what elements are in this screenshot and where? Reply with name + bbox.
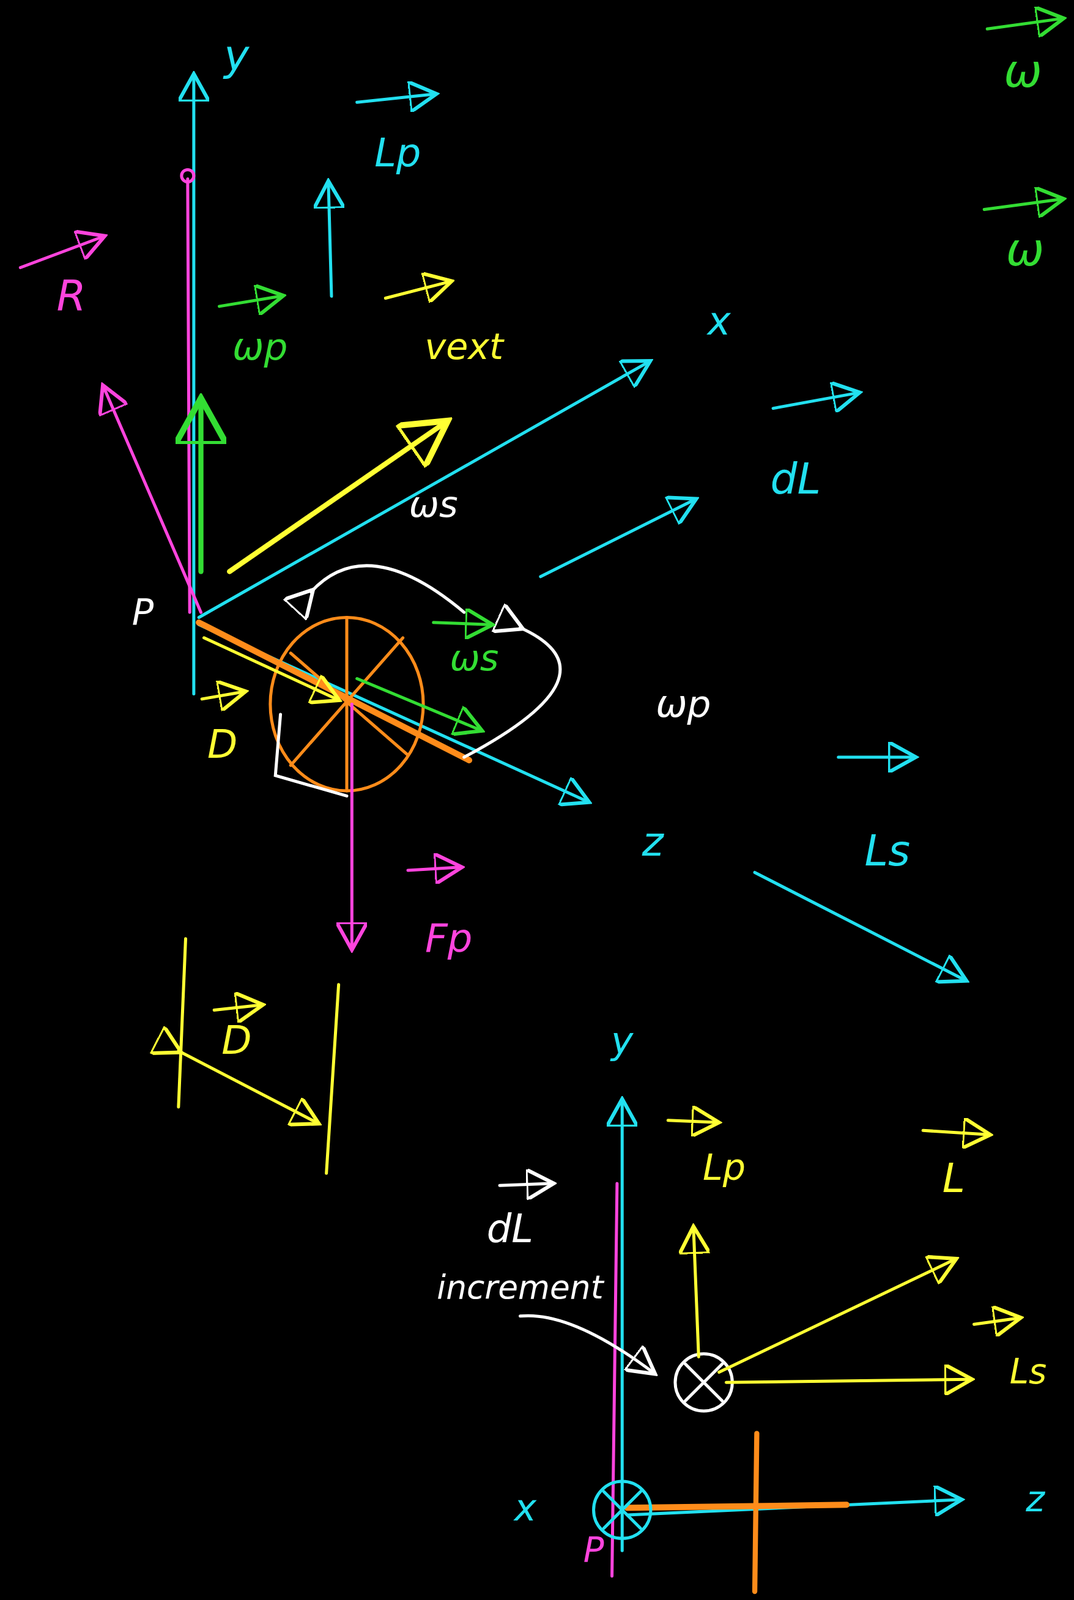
vector-label: ωp: [655, 685, 711, 723]
vector-label: Ls: [864, 830, 911, 873]
vector-label: dL: [486, 1209, 534, 1249]
vector-label: z: [642, 820, 664, 862]
vector-label: x: [707, 301, 731, 341]
vector-label: Lp: [702, 1149, 746, 1186]
vector-label: D: [207, 724, 238, 764]
vector-label: Fp: [425, 918, 473, 958]
vector-label: dL: [770, 458, 821, 501]
vector-label: ωp: [232, 327, 288, 366]
vector-label: increment: [436, 1270, 604, 1304]
vector-label: D: [221, 1020, 252, 1060]
vector-label: ω: [1006, 226, 1045, 273]
vector-label: x: [514, 1488, 537, 1526]
vector-label: P: [583, 1533, 605, 1568]
vector-label: ωs: [409, 486, 459, 523]
vector-label: Ls: [1009, 1354, 1047, 1389]
vector-label: Lp: [374, 133, 421, 173]
vector-label: y: [223, 34, 249, 78]
vector-label: P: [132, 593, 154, 630]
vector-label: L: [942, 1157, 966, 1199]
vector-label: z: [1025, 1481, 1045, 1518]
vector-label: ωs: [450, 639, 500, 676]
vector-label: ω: [1003, 48, 1043, 95]
vector-label: vext: [424, 329, 504, 366]
vector-label: R: [56, 274, 87, 317]
vector-label: y: [611, 1021, 634, 1059]
